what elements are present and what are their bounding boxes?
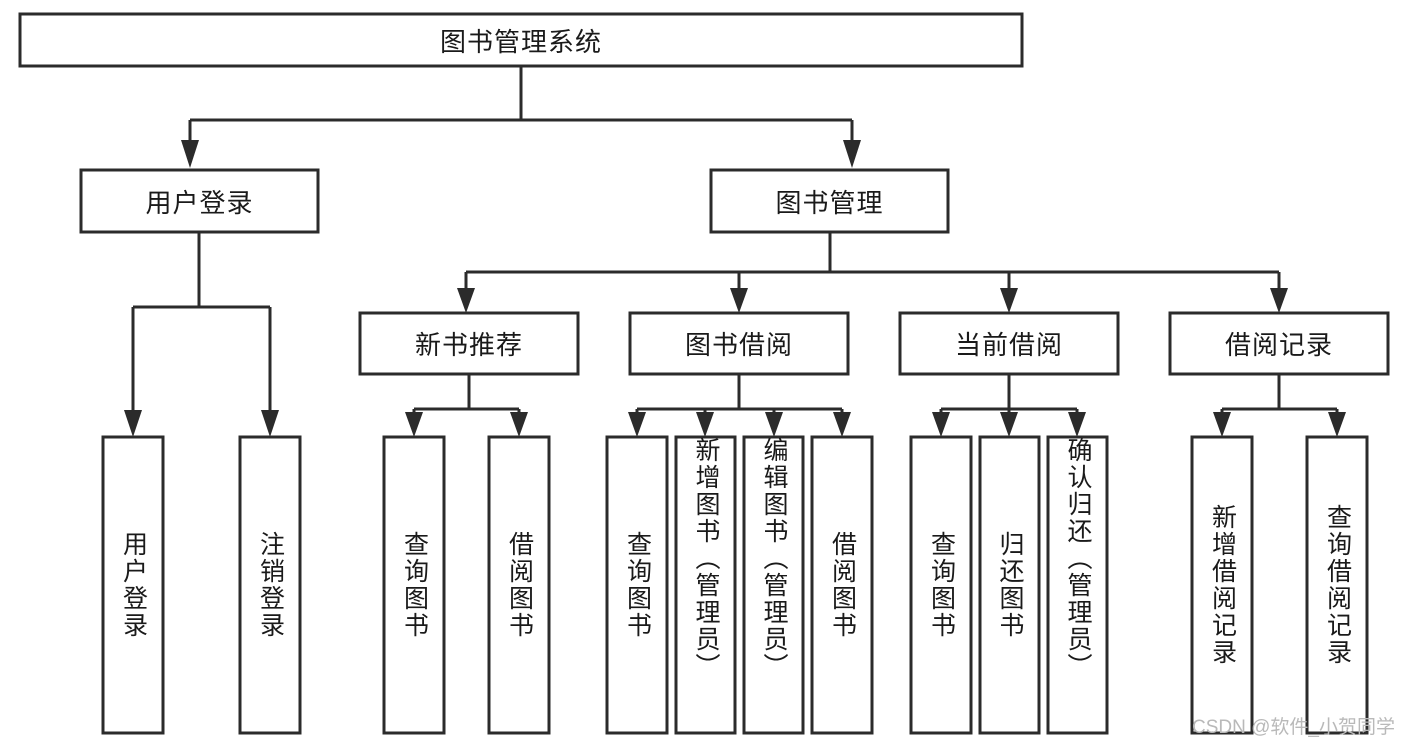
node-leaf-user-logout[interactable] [238, 435, 302, 735]
connector-borrowrecord-to-leaves [1213, 374, 1346, 437]
node-user-login[interactable] [79, 168, 320, 234]
node-new-book-recommend[interactable] [358, 311, 580, 376]
connector-userlogin-to-leaves [124, 232, 279, 437]
node-leaf-user-login[interactable] [101, 435, 165, 735]
connector-currentborrow-to-leaves [932, 374, 1086, 437]
node-leaf-borrow-book-1[interactable] [487, 435, 551, 735]
connector-newbook-to-leaves [405, 374, 528, 437]
node-leaf-add-book[interactable] [674, 435, 737, 735]
node-borrow-record[interactable] [1168, 311, 1390, 376]
node-book-manage[interactable] [709, 168, 950, 234]
node-leaf-query-book-1[interactable] [382, 435, 446, 735]
connector-root-to-level2 [181, 66, 861, 168]
connector-bookborrow-to-leaves [628, 374, 851, 437]
node-leaf-query-book-2[interactable] [605, 435, 669, 735]
node-leaf-query-book-3[interactable] [909, 435, 973, 735]
node-leaf-edit-book[interactable] [742, 435, 805, 735]
connector-bookmanage-to-level3 [457, 232, 1288, 313]
node-leaf-add-record[interactable] [1190, 435, 1254, 735]
node-book-borrow[interactable] [628, 311, 850, 376]
node-current-borrow[interactable] [898, 311, 1120, 376]
node-leaf-confirm-return[interactable] [1046, 435, 1109, 735]
node-leaf-borrow-book-2[interactable] [810, 435, 874, 735]
node-leaf-return-book[interactable] [978, 435, 1041, 735]
csdn-watermark: CSDN @软件_小贺同学 [1192, 717, 1395, 738]
node-leaf-query-record[interactable] [1305, 435, 1369, 735]
node-root[interactable] [18, 12, 1024, 68]
